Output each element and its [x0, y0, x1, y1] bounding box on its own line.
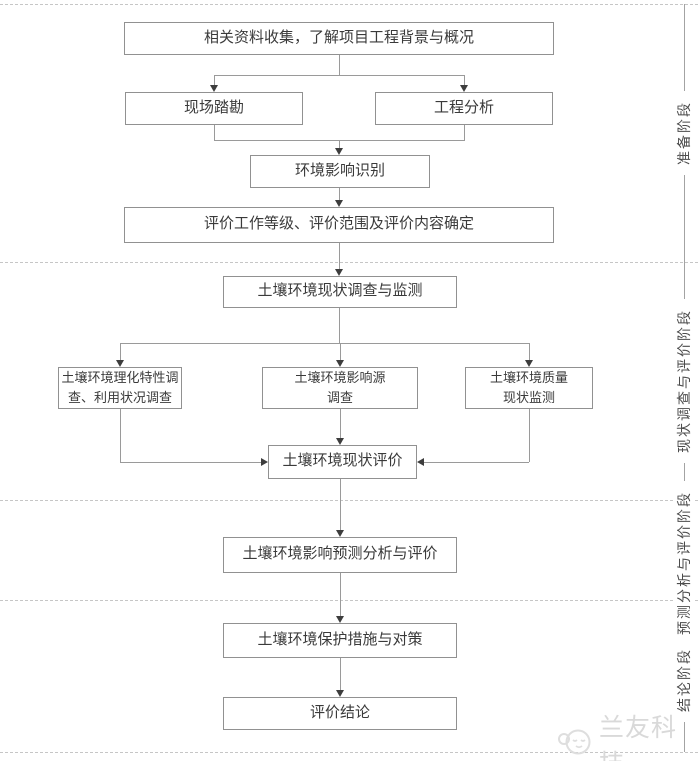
arrow-down-icon [460, 85, 468, 92]
connector-line [464, 125, 465, 141]
connector-line [529, 409, 530, 462]
connector-line [340, 343, 341, 361]
arrow-down-icon [335, 148, 343, 155]
connector-line [214, 75, 215, 86]
stage-divider-1 [0, 262, 698, 263]
stage-divider-top [0, 4, 698, 5]
arrow-right-icon [261, 458, 268, 466]
box-engineering-analysis: 工程分析 [375, 92, 553, 125]
connector-line [424, 462, 529, 463]
arrow-down-icon [336, 616, 344, 623]
box-physicochemical-survey: 土壤环境理化特性调 查、利用状况调查 [58, 367, 182, 409]
connector-line [339, 308, 340, 343]
connector-line [340, 658, 341, 691]
box-quality-monitoring: 土壤环境质量 现状监测 [465, 367, 593, 409]
lanyou-mascot-icon [556, 726, 594, 761]
arrow-down-icon [210, 85, 218, 92]
arrow-down-icon [525, 360, 533, 367]
connector-line [529, 343, 530, 361]
arrow-down-icon [336, 360, 344, 367]
box-status-survey-monitoring: 土壤环境现状调查与监测 [223, 276, 457, 308]
connector-line [464, 75, 465, 86]
connector-line [339, 188, 340, 201]
brand-watermark: 兰友科技 [556, 708, 700, 761]
stage-label-prediction-analysis: 预测分析与评价阶段 [674, 481, 694, 645]
arrow-down-icon [336, 690, 344, 697]
connector-line [340, 479, 341, 531]
box-site-survey: 现场踏勘 [125, 92, 303, 125]
stage-divider-3 [0, 600, 698, 601]
arrow-down-icon [336, 530, 344, 537]
arrow-down-icon [116, 360, 124, 367]
connector-line [120, 343, 529, 344]
box-impact-identification: 环境影响识别 [250, 155, 430, 188]
box-impact-source-survey: 土壤环境影响源 调查 [262, 367, 418, 409]
box-data-collection: 相关资料收集，了解项目工程背景与概况 [124, 22, 554, 55]
stage-label-status-survey-evaluation: 现状调查与评价阶段 [674, 299, 694, 463]
box-conclusion: 评价结论 [223, 697, 457, 730]
box-prediction-evaluation: 土壤环境影响预测分析与评价 [223, 537, 457, 573]
connector-line [120, 343, 121, 361]
box-evaluation-scope: 评价工作等级、评价范围及评价内容确定 [124, 207, 554, 243]
box-protection-measures: 土壤环境保护措施与对策 [223, 623, 457, 658]
connector-line [120, 409, 121, 462]
connector-line [339, 55, 340, 75]
stage-divider-bottom [0, 752, 698, 753]
connector-line [120, 462, 261, 463]
connector-line [340, 573, 341, 617]
arrow-down-icon [336, 438, 344, 445]
arrow-left-icon [417, 458, 424, 466]
connector-line [340, 409, 341, 439]
connector-line [214, 75, 464, 76]
stage-label-preparation: 准备阶段 [674, 91, 694, 175]
box-status-evaluation: 土壤环境现状评价 [268, 445, 417, 479]
brand-name: 兰友科技 [599, 714, 678, 761]
arrow-down-icon [335, 200, 343, 207]
arrow-down-icon [335, 269, 343, 276]
connector-line [214, 125, 215, 141]
stage-divider-2 [0, 500, 698, 501]
connector-line [339, 243, 340, 270]
connector-line [339, 140, 340, 149]
